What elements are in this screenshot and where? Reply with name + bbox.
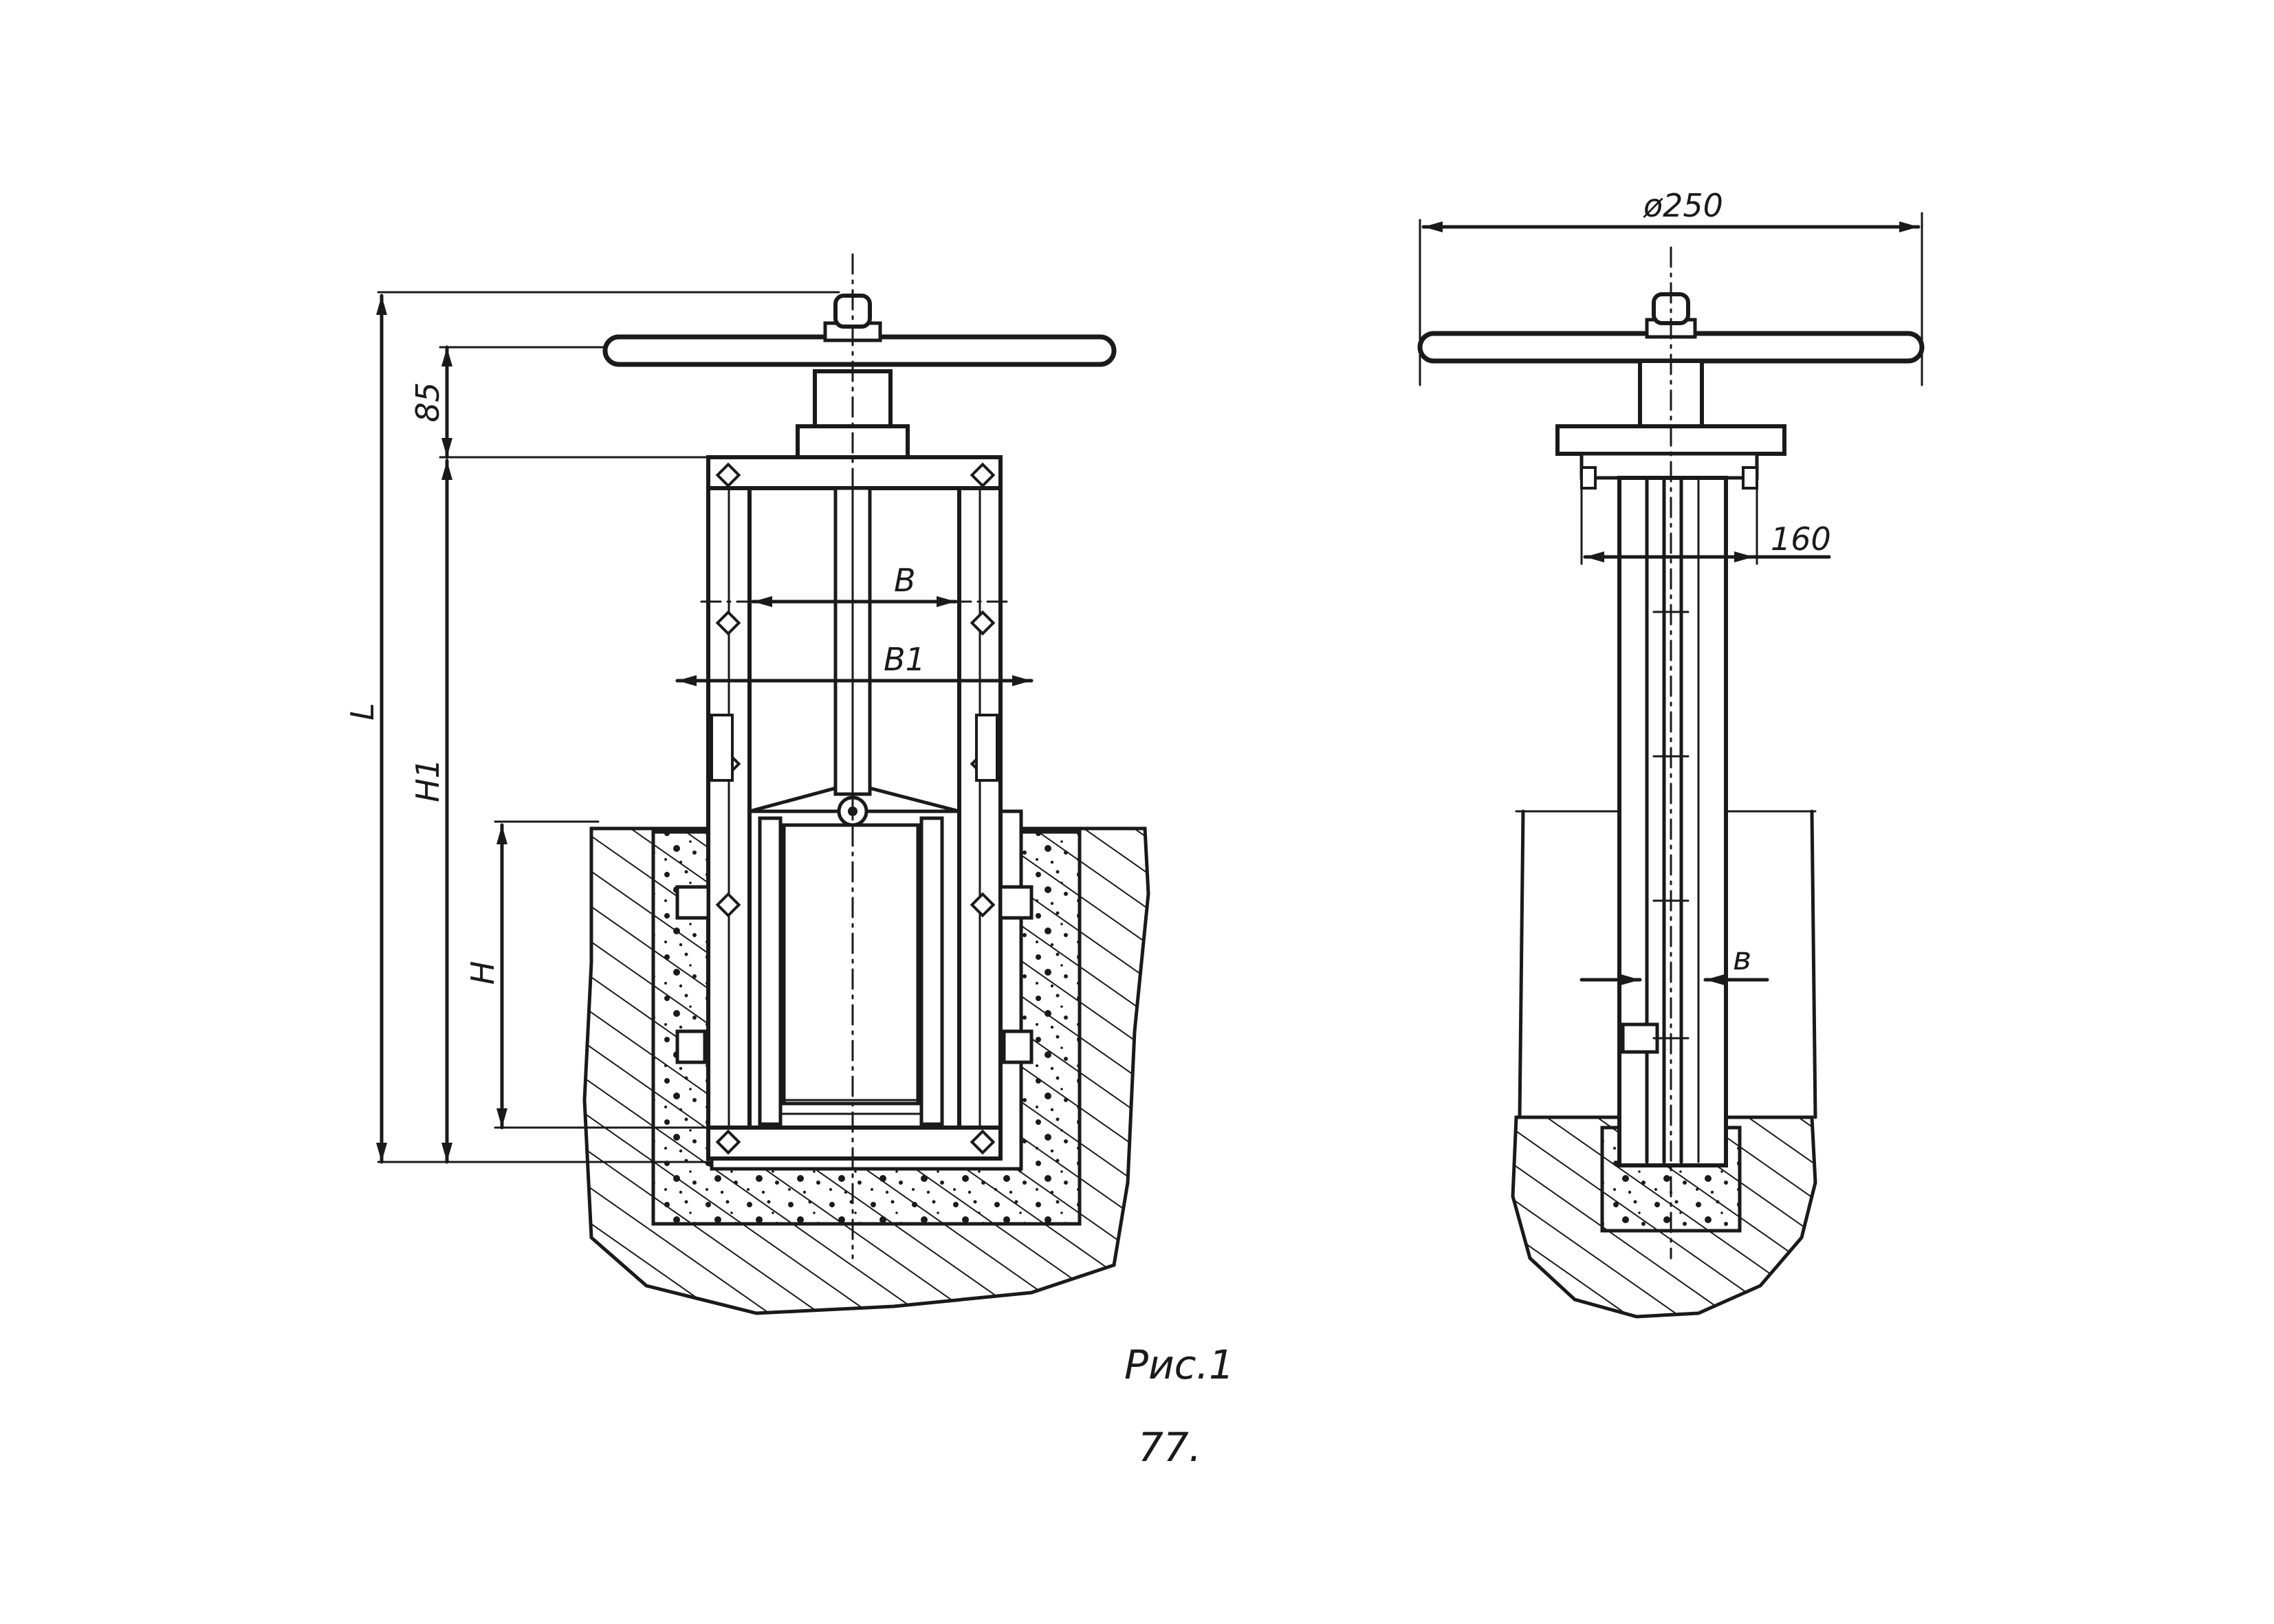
dim-L-label: L xyxy=(344,703,381,721)
gate-plate xyxy=(782,823,920,1106)
dim-d250-label: ø250 xyxy=(1643,187,1723,224)
dim-B1-label: B1 xyxy=(884,641,926,678)
front-view: L H1 85 H B B1 xyxy=(344,253,1150,1315)
gate-guide-right xyxy=(919,816,944,1126)
frame-bottom-bar xyxy=(706,1126,1003,1161)
dim-H-label: H xyxy=(464,961,501,985)
dim-H1-label: H1 xyxy=(409,758,446,802)
gate-guide-left xyxy=(758,816,783,1126)
page-number: 77. xyxy=(1138,1424,1201,1471)
frame-top-bar xyxy=(706,455,1003,490)
dim-160-label: 160 xyxy=(1771,520,1831,558)
dim-85-label: 85 xyxy=(409,382,446,423)
side-view: ø250 160 в xyxy=(1417,187,1925,1319)
anchor-block-2 xyxy=(998,885,1034,920)
dim-B-label: B xyxy=(894,562,916,599)
figure-caption: Рис.1 xyxy=(1124,1341,1234,1388)
anchor-block-3 xyxy=(675,1029,707,1064)
anchor-block-4 xyxy=(1002,1029,1034,1064)
anchor-block-1 xyxy=(675,885,710,920)
dim-b-label: в xyxy=(1733,940,1751,977)
frame-side xyxy=(1617,476,1728,1167)
